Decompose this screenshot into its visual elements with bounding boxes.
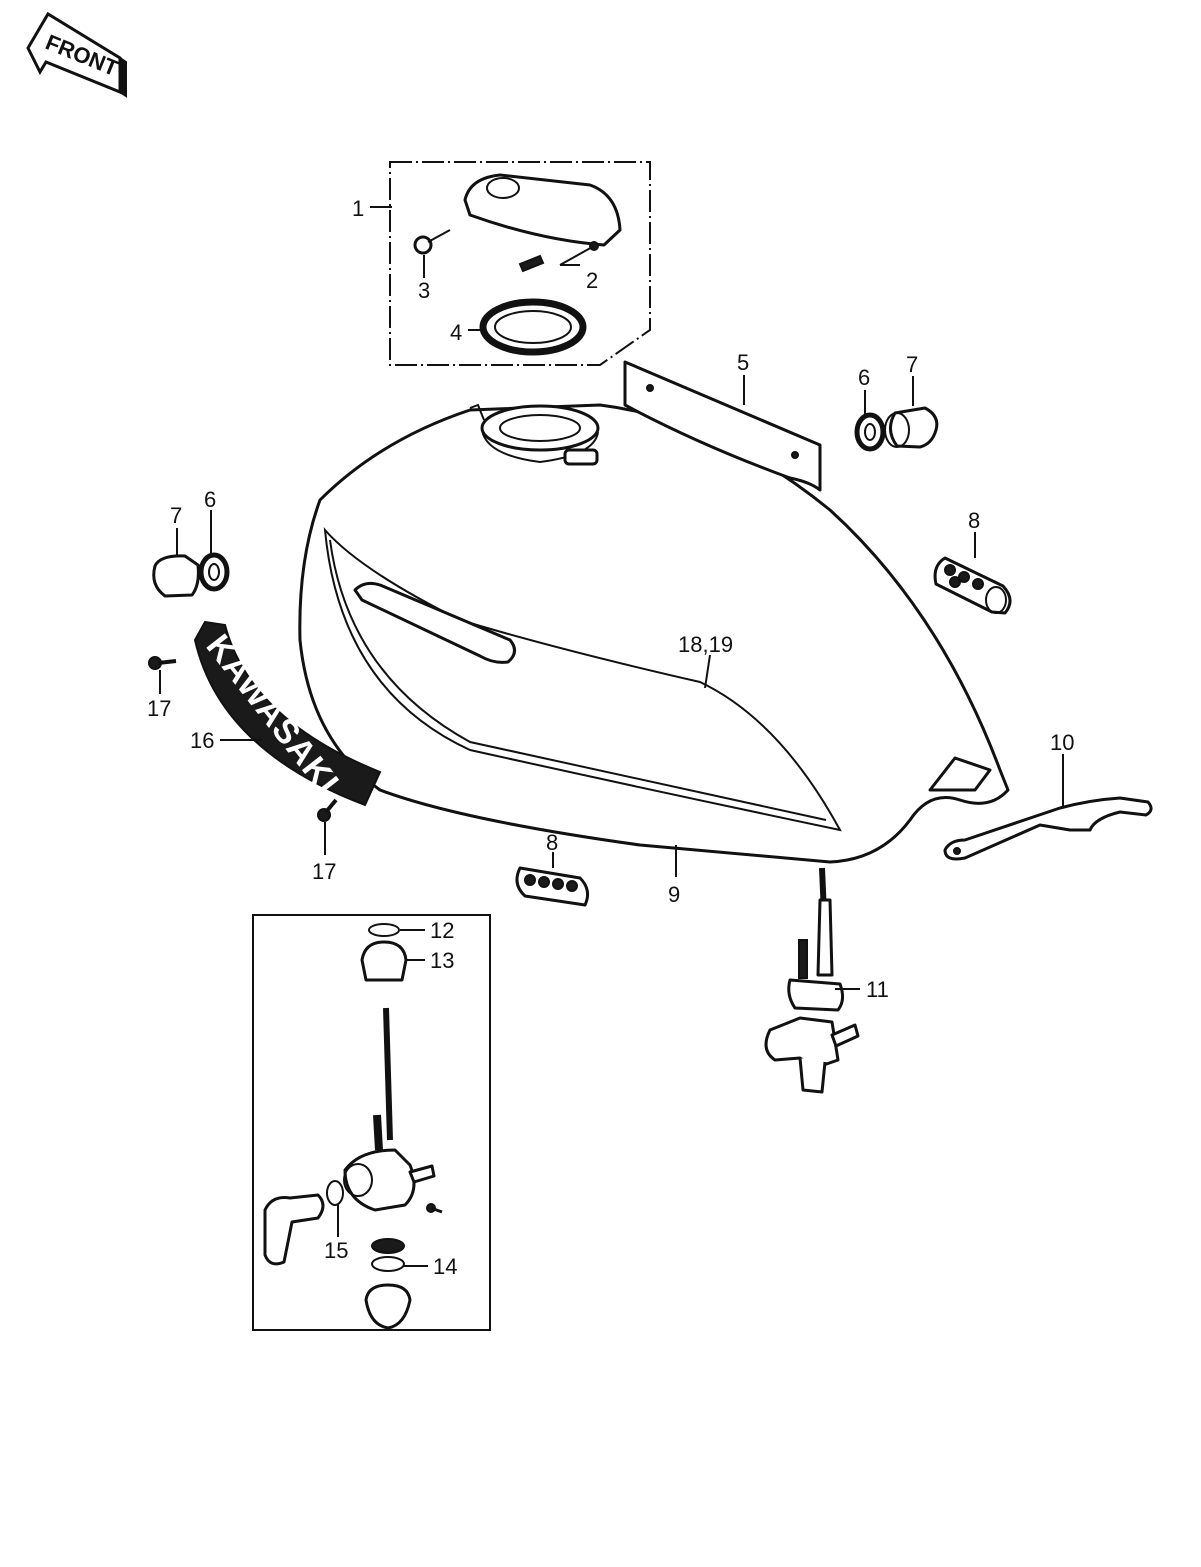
screw-icon-lower: [317, 798, 338, 822]
callout-17-lower: 17: [312, 859, 336, 884]
damper-icon-right: [884, 406, 939, 449]
callout-7-left: 7: [170, 503, 182, 528]
filler-neck-icon: [480, 404, 600, 466]
front-arrow-badge: FRONT: [26, 11, 127, 98]
sediment-bowl-icon: [364, 1283, 412, 1330]
callout-12: 12: [430, 918, 454, 943]
callout-6-right: 6: [858, 365, 870, 390]
leader-lines: [159, 206, 1064, 1267]
callout-18-19: 18,19: [678, 632, 733, 657]
o-ring-icon-top: [368, 923, 400, 937]
callout-17-upper: 17: [147, 696, 171, 721]
fuel-cap-icon: [463, 173, 622, 251]
callout-8-right: 8: [968, 508, 980, 533]
mounting-bracket-icon: [943, 796, 1153, 861]
callout-10: 10: [1050, 730, 1074, 755]
callout-6-left: 6: [204, 487, 216, 512]
filter-cup-icon: [360, 940, 408, 982]
grommet-icon-right: [933, 556, 1012, 615]
callout-4: 4: [450, 320, 462, 345]
fuel-cock-icon: [764, 867, 860, 1094]
seal-ring-icon: [371, 1238, 405, 1272]
callout-2: 2: [586, 268, 598, 293]
fuel-cock-exploded-box: [252, 914, 491, 1331]
pipe-icon: [373, 1007, 393, 1151]
small-screw-icon: [426, 1203, 443, 1214]
callout-9: 9: [668, 882, 680, 907]
callout-14: 14: [433, 1254, 457, 1279]
callout-1: 1: [352, 196, 364, 221]
callout-5: 5: [737, 350, 749, 375]
o-ring-icon-lever: [326, 1180, 344, 1206]
fuel-tank-icon: [298, 403, 1010, 864]
pin-icon: [518, 254, 545, 273]
washer-icon-left: [198, 552, 230, 592]
callout-11: 11: [866, 977, 889, 1002]
callout-7-right: 7: [906, 352, 918, 377]
screw-icon-upper: [148, 656, 177, 670]
gasket-ring-icon: [479, 298, 587, 356]
callout-15: 15: [324, 1238, 348, 1263]
valve-body-icon: [343, 1148, 436, 1212]
rubber-strip-icon: [623, 360, 822, 492]
screw-icon: [413, 229, 451, 255]
washer-icon-right: [854, 412, 886, 452]
callout-13: 13: [430, 948, 454, 973]
lever-icon: [263, 1193, 325, 1266]
fuel-cap-assembly-box: [389, 161, 651, 366]
callout-16: 16: [190, 728, 214, 753]
callout-labels: 1 2 3 4 5 6 7 7 6 8 18,19 10 17 16 17 9 …: [147, 196, 1074, 1279]
callout-8-bottom: 8: [546, 830, 558, 855]
damper-icon-left: [152, 554, 200, 598]
callout-3: 3: [418, 278, 430, 303]
grommet-icon-bottom: [515, 866, 590, 907]
